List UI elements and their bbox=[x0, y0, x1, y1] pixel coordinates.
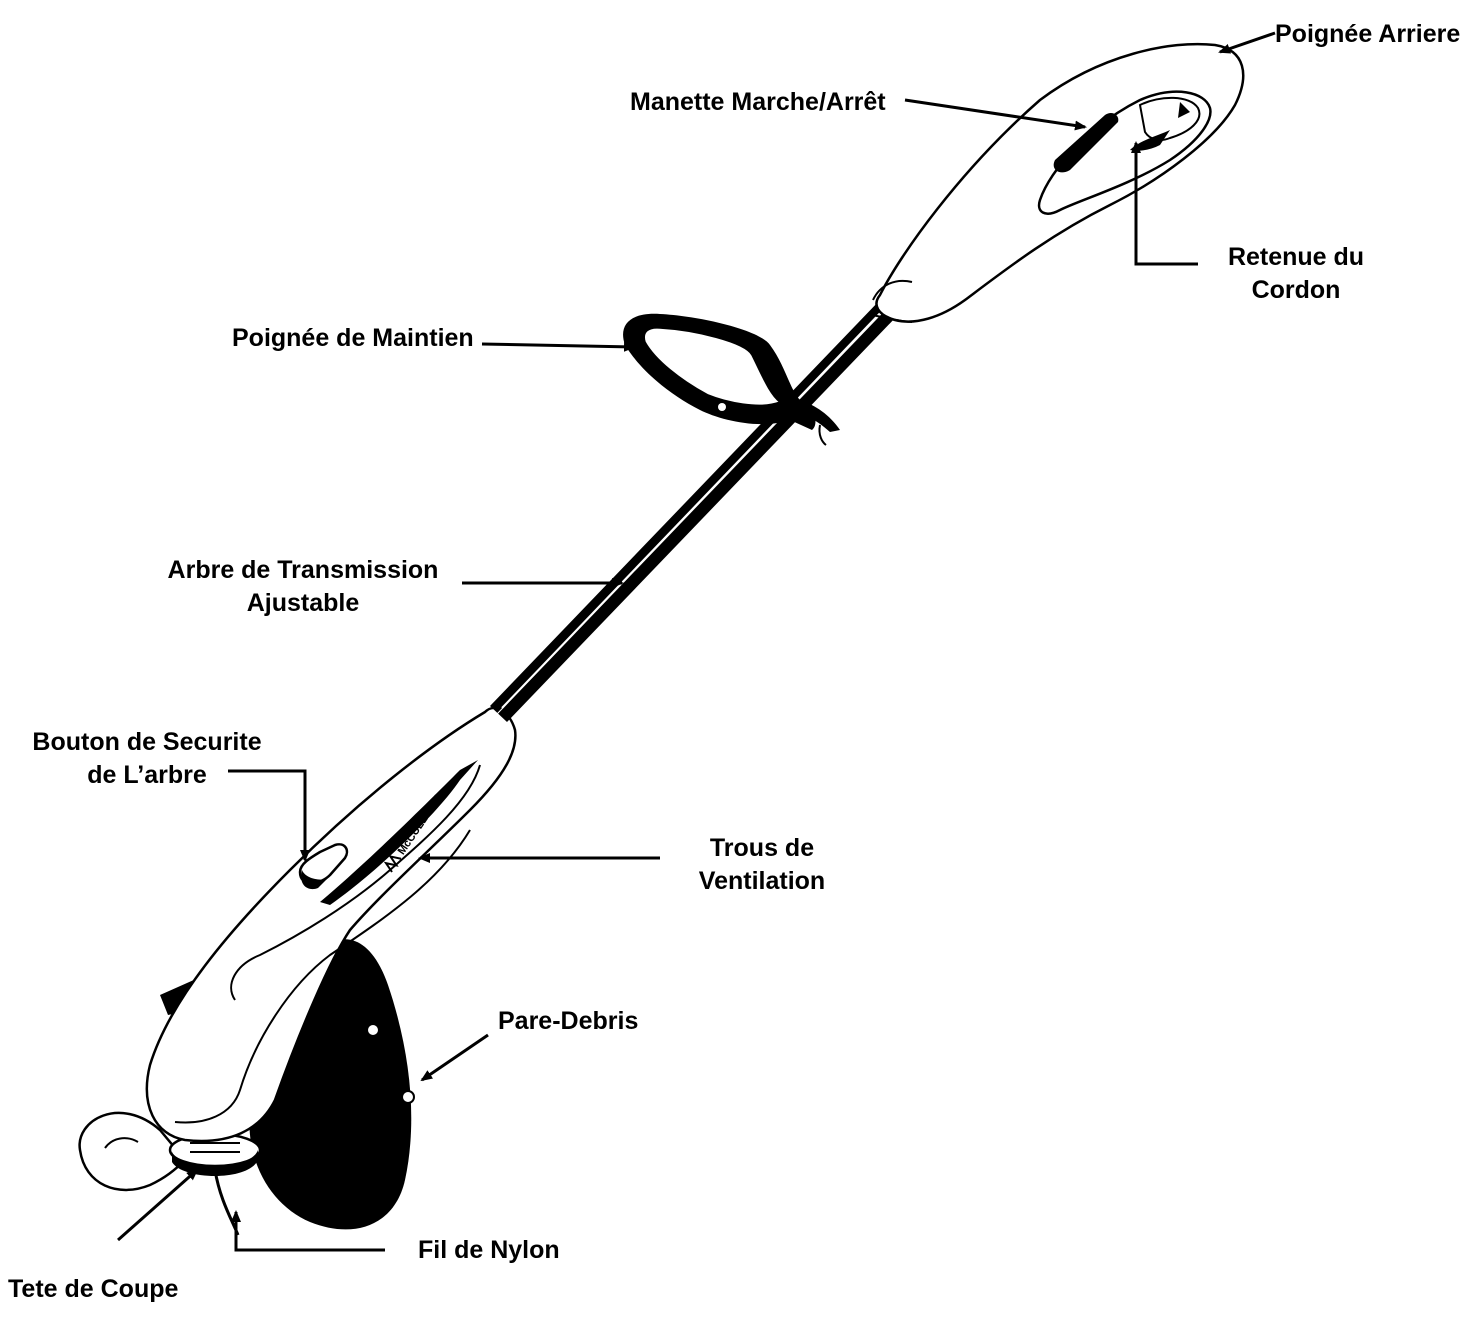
motor-housing: McCULLOCH bbox=[145, 706, 517, 1143]
label-cord-retainer-line2: Cordon bbox=[1252, 276, 1341, 304]
label-nylon-line: Fil de Nylon bbox=[418, 1236, 560, 1264]
rear-handle bbox=[871, 42, 1245, 323]
label-shaft-lock-line2: de L’arbre bbox=[87, 761, 207, 789]
assist-handle bbox=[623, 313, 840, 446]
leader-lines bbox=[117, 31, 1276, 1252]
label-vents-line2: Ventilation bbox=[699, 867, 825, 895]
label-shaft-lock-line1: Bouton de Securite bbox=[32, 728, 261, 756]
label-shaft-line1: Arbre de Transmission bbox=[168, 556, 439, 584]
label-rear-handle: Poignée Arriere bbox=[1275, 20, 1460, 48]
label-cord-retainer-line1: Retenue du bbox=[1228, 243, 1364, 271]
label-cutting-head: Tete de Coupe bbox=[8, 1275, 178, 1303]
label-shaft-line2: Ajustable bbox=[247, 589, 360, 617]
label-debris-guard: Pare-Debris bbox=[498, 1007, 638, 1035]
cord-hook bbox=[78, 1111, 187, 1192]
label-on-off-switch: Manette Marche/Arrêt bbox=[630, 88, 886, 116]
label-vents-line1: Trous de bbox=[710, 834, 814, 862]
label-assist-handle: Poignée de Maintien bbox=[232, 324, 474, 352]
